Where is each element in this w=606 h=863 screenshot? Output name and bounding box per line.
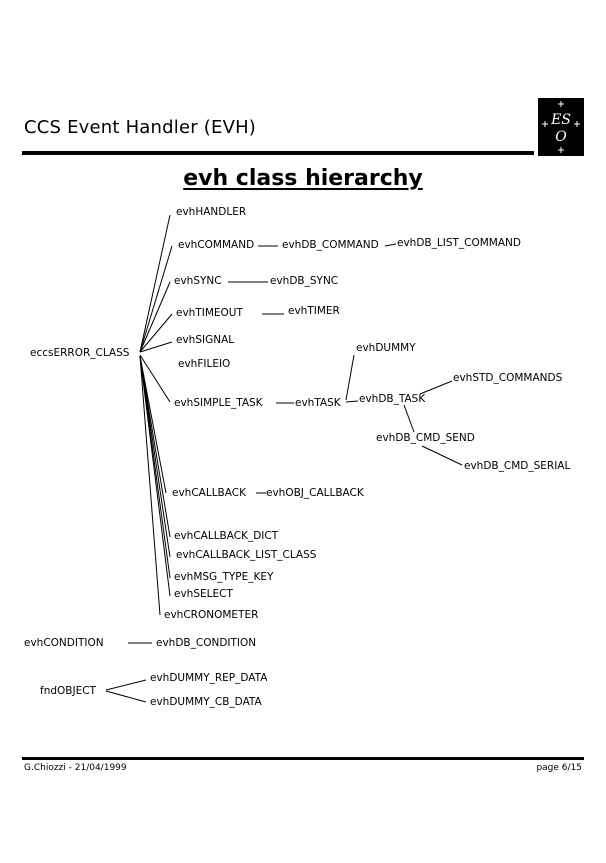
- node-evh-db-command: evhDB_COMMAND: [282, 239, 379, 251]
- node-evh-db-cmd-send: evhDB_CMD_SEND: [376, 432, 475, 444]
- node-evh-handler: evhHANDLER: [176, 206, 247, 218]
- node-evh-sync: evhSYNC: [174, 275, 222, 287]
- link-error-timeout: [139, 313, 173, 353]
- node-evh-db-task: evhDB_TASK: [359, 393, 426, 405]
- link-error-callback: [139, 355, 167, 494]
- link-task-dbtask: [345, 400, 359, 403]
- node-evh-signal: evhSIGNAL: [176, 334, 235, 346]
- node-evh-msg-type-key: evhMSG_TYPE_KEY: [174, 571, 274, 583]
- node-evh-dummy: evhDUMMY: [356, 342, 416, 354]
- node-evh-callback: evhCALLBACK: [172, 487, 246, 499]
- link-dbtask-cmdsend: [403, 404, 415, 433]
- header-title: CCS Event Handler (EVH): [24, 117, 257, 138]
- node-evh-db-list-command: evhDB_LIST_COMMAND: [397, 237, 521, 249]
- node-evh-dummy-cb-data: evhDUMMY_CB_DATA: [150, 696, 262, 708]
- node-fnd-object: fndOBJECT: [40, 685, 96, 697]
- link-fnd-reparta: [105, 679, 147, 691]
- link-error-command: [139, 245, 173, 353]
- slide-title: evh class hierarchy: [183, 166, 423, 191]
- eso-logo: ES O: [538, 98, 584, 156]
- footer-page-number: page 6/15: [536, 763, 582, 773]
- svg-text:ES: ES: [550, 112, 571, 128]
- footer-author-date: G.Chiozzi - 21/04/1999: [24, 763, 127, 773]
- node-evh-callback-dict: evhCALLBACK_DICT: [174, 530, 279, 542]
- link-error-simpletask: [139, 354, 171, 403]
- link-error-handler: [139, 214, 171, 353]
- node-evh-db-sync: evhDB_SYNC: [270, 275, 339, 287]
- node-evh-db-cmd-serial: evhDB_CMD_SERIAL: [464, 460, 571, 472]
- node-evh-simple-task: evhSIMPLE_TASK: [174, 397, 263, 409]
- link-dbtask-std: [419, 380, 453, 395]
- node-evh-timeout: evhTIMEOUT: [176, 307, 243, 319]
- node-evh-fileio: evhFILEIO: [178, 358, 231, 370]
- link-dbcommand-dblist: [384, 243, 397, 247]
- link-error-cronometer: [139, 355, 161, 616]
- link-error-select: [139, 355, 171, 597]
- node-evh-callback-list-class: evhCALLBACK_LIST_CLASS: [176, 549, 317, 561]
- node-evh-select: evhSELECT: [174, 588, 233, 600]
- link-error-signal: [139, 341, 173, 353]
- link-task-dummy: [345, 354, 355, 401]
- node-evh-db-condition: evhDB_CONDITION: [156, 637, 257, 649]
- header-rule: [22, 151, 534, 155]
- node-evh-obj-callback: evhOBJ_CALLBACK: [266, 487, 364, 499]
- node-evh-command: evhCOMMAND: [178, 239, 255, 251]
- link-error-sync: [139, 281, 171, 353]
- link-fnd-cbdata: [105, 690, 147, 703]
- node-evh-task: evhTASK: [295, 397, 341, 409]
- svg-text:O: O: [555, 129, 567, 145]
- node-eccs-error-class: eccsERROR_CLASS: [30, 347, 130, 359]
- link-cmdsend-cmdserial: [421, 445, 463, 466]
- node-evh-condition: evhCONDITION: [24, 637, 104, 649]
- node-evh-dummy-rep-data: evhDUMMY_REP_DATA: [150, 672, 268, 684]
- node-evh-timer: evhTIMER: [288, 305, 340, 317]
- footer-rule: [22, 757, 584, 760]
- node-evh-std-commands: evhSTD_COMMANDS: [453, 372, 563, 384]
- node-evh-cronometer: evhCRONOMETER: [164, 609, 259, 621]
